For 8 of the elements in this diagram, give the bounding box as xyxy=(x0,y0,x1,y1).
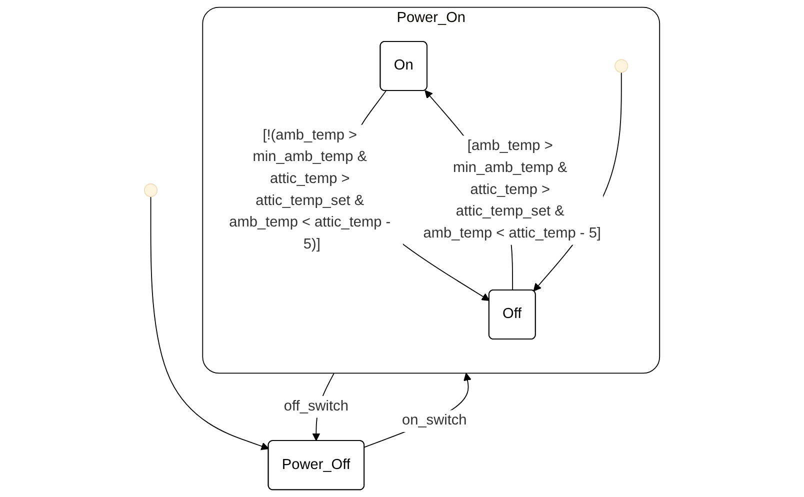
node-circle xyxy=(614,59,628,73)
edge-label: [amb_temp > min_amb_temp & attic_temp > attic_temp_set & amb_temp < attic_temp - 5] xyxy=(423,138,601,242)
edge-label: off_switch xyxy=(284,398,348,414)
edge-label: [!(amb_temp > min_amb_temp & attic_temp > attic_temp_set & amb_temp < attic_temp - 5)] xyxy=(229,127,391,252)
arrow xyxy=(364,372,472,448)
node-circle xyxy=(144,183,158,198)
arrow xyxy=(150,196,270,450)
edge-label: on_switch xyxy=(402,412,467,428)
